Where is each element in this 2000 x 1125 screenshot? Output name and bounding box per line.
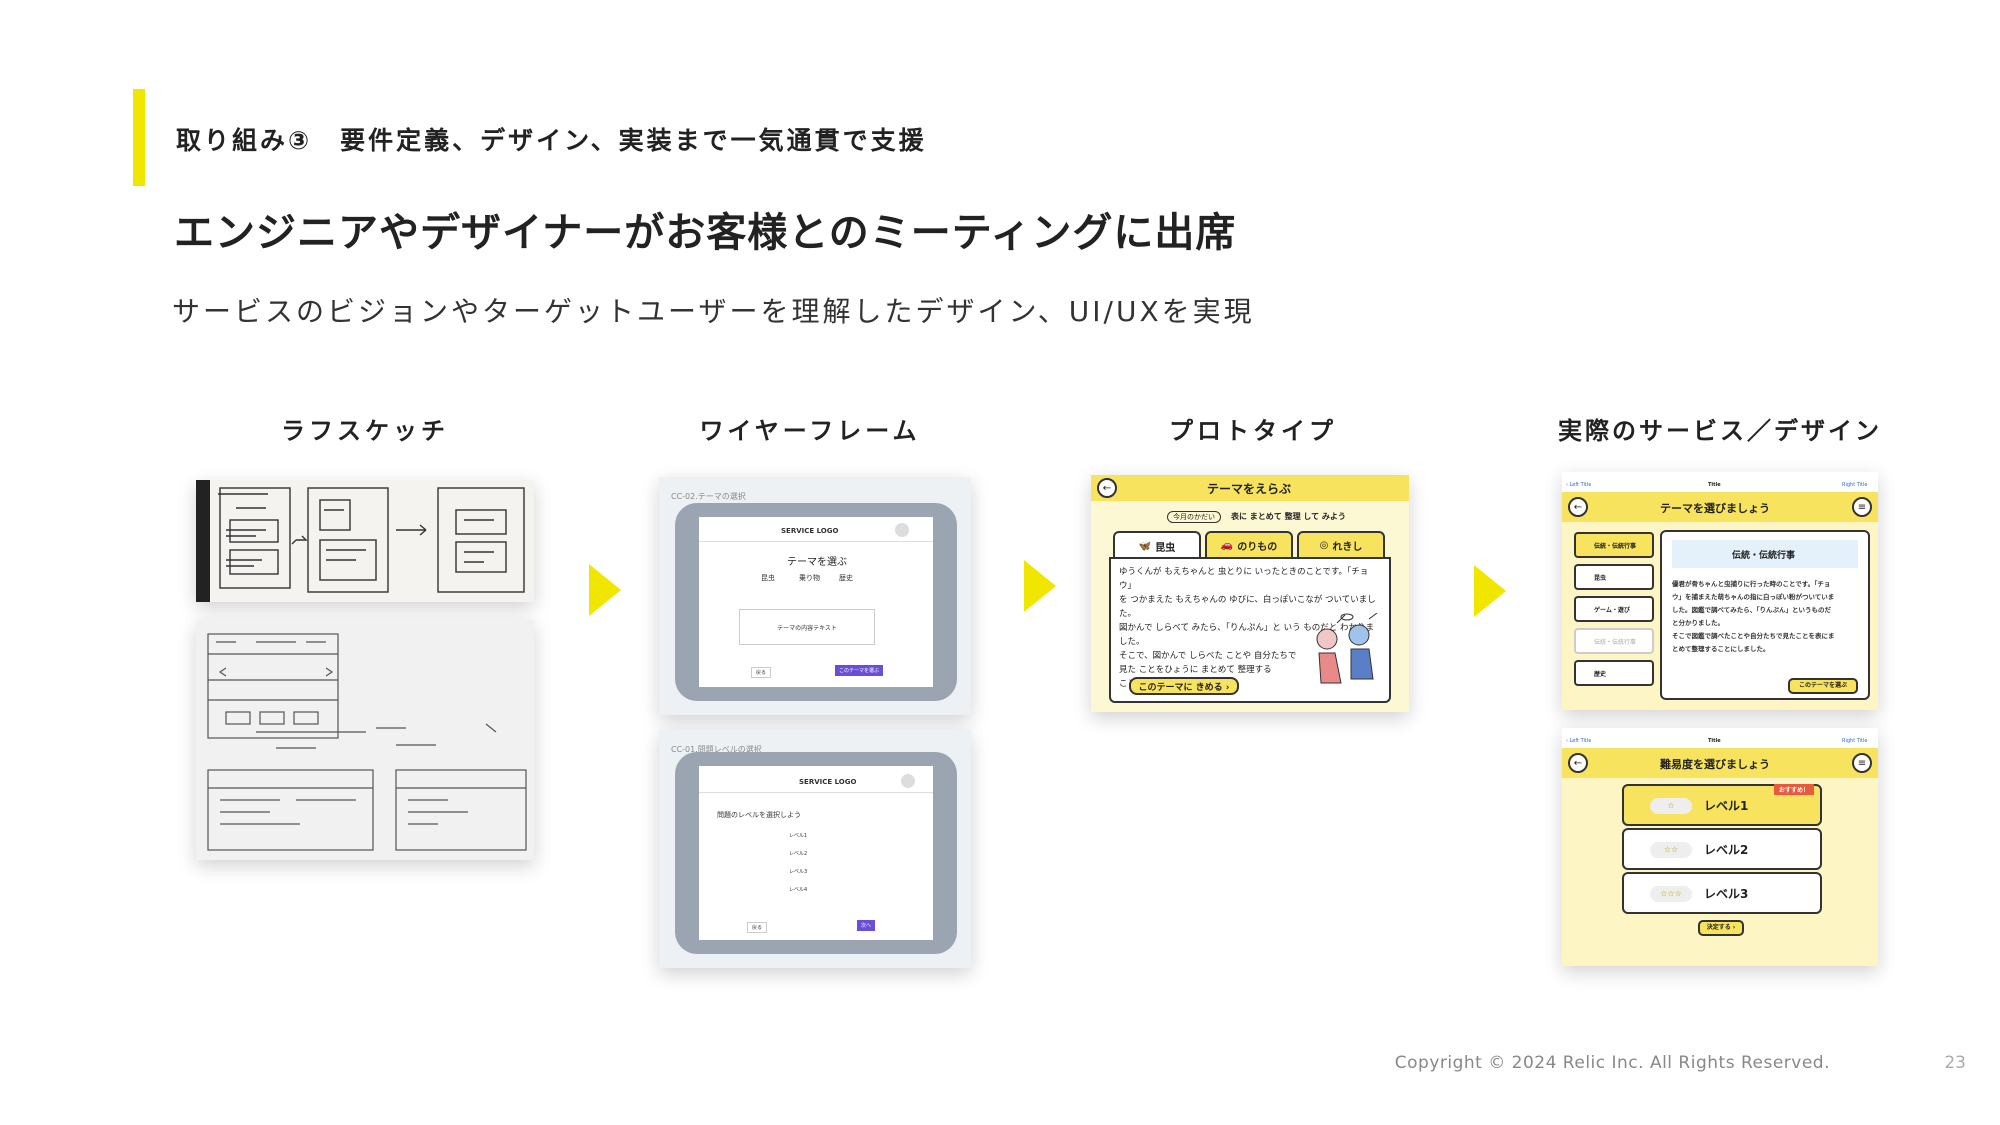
history-icon: ◎ — [1319, 539, 1329, 551]
theme-panel: ゆうくんが もえちゃんと 虫とりに いったときのことです。「チョウ」 を つかま… — [1109, 557, 1391, 703]
tablet-screen: SERVICE LOGO テーマを選ぶ 昆虫 乗り物 歴史 テーマの内容テキスト… — [699, 517, 933, 687]
level-option-3[interactable]: レベル3 — [789, 869, 808, 875]
theme-content-box: テーマの内容テキスト — [739, 609, 875, 645]
panel-header — [1672, 540, 1858, 568]
tab-history[interactable]: 歴史 — [839, 574, 853, 582]
menu-icon[interactable]: ≡ — [1852, 753, 1872, 773]
insect-icon: 🦋 — [1138, 540, 1152, 552]
prototype-header — [1091, 475, 1409, 501]
flow-arrow-1 — [589, 564, 621, 616]
assignment-badge: 今月のかだい — [1167, 511, 1221, 523]
recommend-badge: おすすめ！ — [1774, 784, 1815, 795]
level-option-2[interactable]: レベル2 — [789, 851, 808, 857]
level-2-button[interactable]: ☆☆レベル2 — [1622, 828, 1822, 870]
level-question: 問題のレベルを選択しよう — [717, 811, 801, 819]
nav-bar: ‹ Left Title Title Right Title — [1562, 728, 1878, 748]
menu-item-history[interactable]: 歴史 — [1574, 660, 1654, 686]
nav-left[interactable]: ‹ Left Title — [1566, 482, 1592, 488]
accent-bar — [133, 89, 145, 186]
service-logo: SERVICE LOGO — [781, 527, 839, 535]
back-arrow-icon[interactable]: ← — [1097, 478, 1117, 498]
tablet-frame: SERVICE LOGO テーマを選ぶ 昆虫 乗り物 歴史 テーマの内容テキスト… — [675, 503, 957, 701]
sketch-photo-1 — [196, 480, 534, 602]
panel-title: 伝統・伝統行事 — [1732, 551, 1796, 561]
stage-label-prototype: プロトタイプ — [1169, 417, 1337, 445]
nav-bar: ‹ Left Title Title Right Title — [1562, 472, 1878, 492]
panel-body: 優君が骨ちゃんと虫捕りに行った時のことです。「チョ ウ」を捕まえた萌ちゃんの指に… — [1672, 580, 1835, 653]
divider — [699, 541, 933, 542]
star-icon: ☆ — [1650, 798, 1692, 814]
screen-header — [1562, 748, 1878, 778]
next-button[interactable]: 次へ — [857, 920, 876, 931]
wireframe-caption: CC-02.テーマの選択 — [671, 492, 746, 501]
wireframe-heading: テーマを選ぶ — [787, 557, 847, 568]
nav-right[interactable]: Right Title — [1842, 738, 1868, 744]
menu-item-tradition[interactable]: 伝統・伝統行事 — [1574, 532, 1654, 558]
select-theme-button[interactable]: このテーマを選ぶ — [835, 665, 884, 676]
level-option-1[interactable]: レベル1 — [789, 833, 808, 839]
nav-right[interactable]: Right Title — [1842, 482, 1868, 488]
back-button[interactable]: 戻る — [751, 667, 772, 678]
sketch-photo-2 — [196, 620, 534, 860]
avatar — [901, 774, 915, 788]
wireframe-caption: CC-01.問題レベルの選択 — [671, 745, 762, 754]
theme-content-text: テーマの内容テキスト — [777, 625, 837, 632]
screen-header — [1562, 492, 1878, 522]
nav-left[interactable]: ‹ Left Title — [1566, 738, 1592, 744]
service-logo: SERVICE LOGO — [799, 778, 857, 786]
wireframe-theme-select: CC-02.テーマの選択 SERVICE LOGO テーマを選ぶ 昆虫 乗り物 … — [659, 477, 971, 715]
menu-icon[interactable]: ≡ — [1852, 497, 1872, 517]
prototype-screen: ← テーマをえらぶ 今月のかだい 表に まとめて 整理 して みよう 🦋昆虫 🚗… — [1091, 475, 1409, 712]
screen-title: テーマを選びましょう — [1660, 502, 1770, 515]
tab-vehicle[interactable]: 乗り物 — [799, 574, 820, 582]
menu-item-tradition-disabled[interactable]: 伝統・伝統行事 — [1574, 628, 1654, 654]
actual-level-screen: ‹ Left Title Title Right Title ← ≡ 難易度を選… — [1562, 728, 1878, 966]
divider — [699, 792, 933, 793]
stage-label-sketch: ラフスケッチ — [281, 417, 449, 445]
back-arrow-icon[interactable]: ← — [1568, 497, 1588, 517]
nav-title: Title — [1708, 738, 1721, 744]
page-title: エンジニアやデザイナーがお客様とのミーティングに出席 — [174, 210, 1237, 256]
level-3-button[interactable]: ☆☆☆レベル3 — [1622, 872, 1822, 914]
page-number: 23 — [1944, 1053, 1966, 1073]
prototype-title: テーマをえらぶ — [1207, 482, 1292, 496]
tab-insect[interactable]: 昆虫 — [761, 574, 775, 582]
star-icon: ☆☆ — [1650, 842, 1692, 858]
actual-theme-screen: ‹ Left Title Title Right Title ← ≡ テーマを選… — [1562, 472, 1878, 710]
assignment-prompt: 表に まとめて 整理 して みよう — [1231, 512, 1346, 521]
theme-detail-panel: 伝統・伝統行事 優君が骨ちゃんと虫捕りに行った時のことです。「チョ ウ」を捕まえ… — [1660, 530, 1870, 700]
tab-history[interactable]: ◎れきし — [1297, 531, 1385, 559]
screen-title: 難易度を選びましょう — [1660, 758, 1770, 771]
wireframe-level-select: CC-01.問題レベルの選択 SERVICE LOGO 問題のレベルを選択しよう… — [659, 730, 971, 968]
nav-title: Title — [1708, 482, 1721, 488]
select-theme-button[interactable]: このテーマに きめる › — [1129, 677, 1239, 695]
decide-button[interactable]: 決定する › — [1698, 920, 1744, 936]
star-icon: ☆☆☆ — [1650, 886, 1692, 902]
menu-item-game[interactable]: ゲーム・遊び — [1574, 596, 1654, 622]
flow-arrow-2 — [1024, 560, 1056, 612]
stage-label-wireframe: ワイヤーフレーム — [699, 417, 921, 445]
page-subtitle: サービスのビジョンやターゲットユーザーを理解したデザイン、UI/UXを実現 — [172, 295, 1255, 328]
tablet-frame: SERVICE LOGO 問題のレベルを選択しよう レベル1 レベル2 レベル3… — [675, 752, 957, 954]
back-button[interactable]: 戻る — [747, 922, 768, 933]
section-eyebrow: 取り組み③ 要件定義、デザイン、実装まで一気通貫で支援 — [176, 126, 927, 155]
menu-item-insect[interactable]: 昆虫 — [1574, 564, 1654, 590]
car-icon: 🚗 — [1220, 539, 1234, 551]
avatar — [895, 523, 909, 537]
stage-label-actual: 実際のサービス／デザイン — [1558, 417, 1882, 445]
level-option-4[interactable]: レベル4 — [789, 887, 808, 893]
children-illustration — [1316, 613, 1378, 684]
tab-vehicle[interactable]: 🚗のりもの — [1205, 531, 1293, 559]
select-theme-button[interactable]: このテーマを選ぶ — [1788, 678, 1858, 694]
copyright: Copyright © 2024 Relic Inc. All Rights R… — [1394, 1053, 1830, 1073]
flow-arrow-3 — [1474, 565, 1506, 617]
tablet-screen: SERVICE LOGO 問題のレベルを選択しよう レベル1 レベル2 レベル3… — [699, 766, 933, 940]
tab-insect[interactable]: 🦋昆虫 — [1113, 531, 1201, 559]
back-arrow-icon[interactable]: ← — [1568, 753, 1588, 773]
